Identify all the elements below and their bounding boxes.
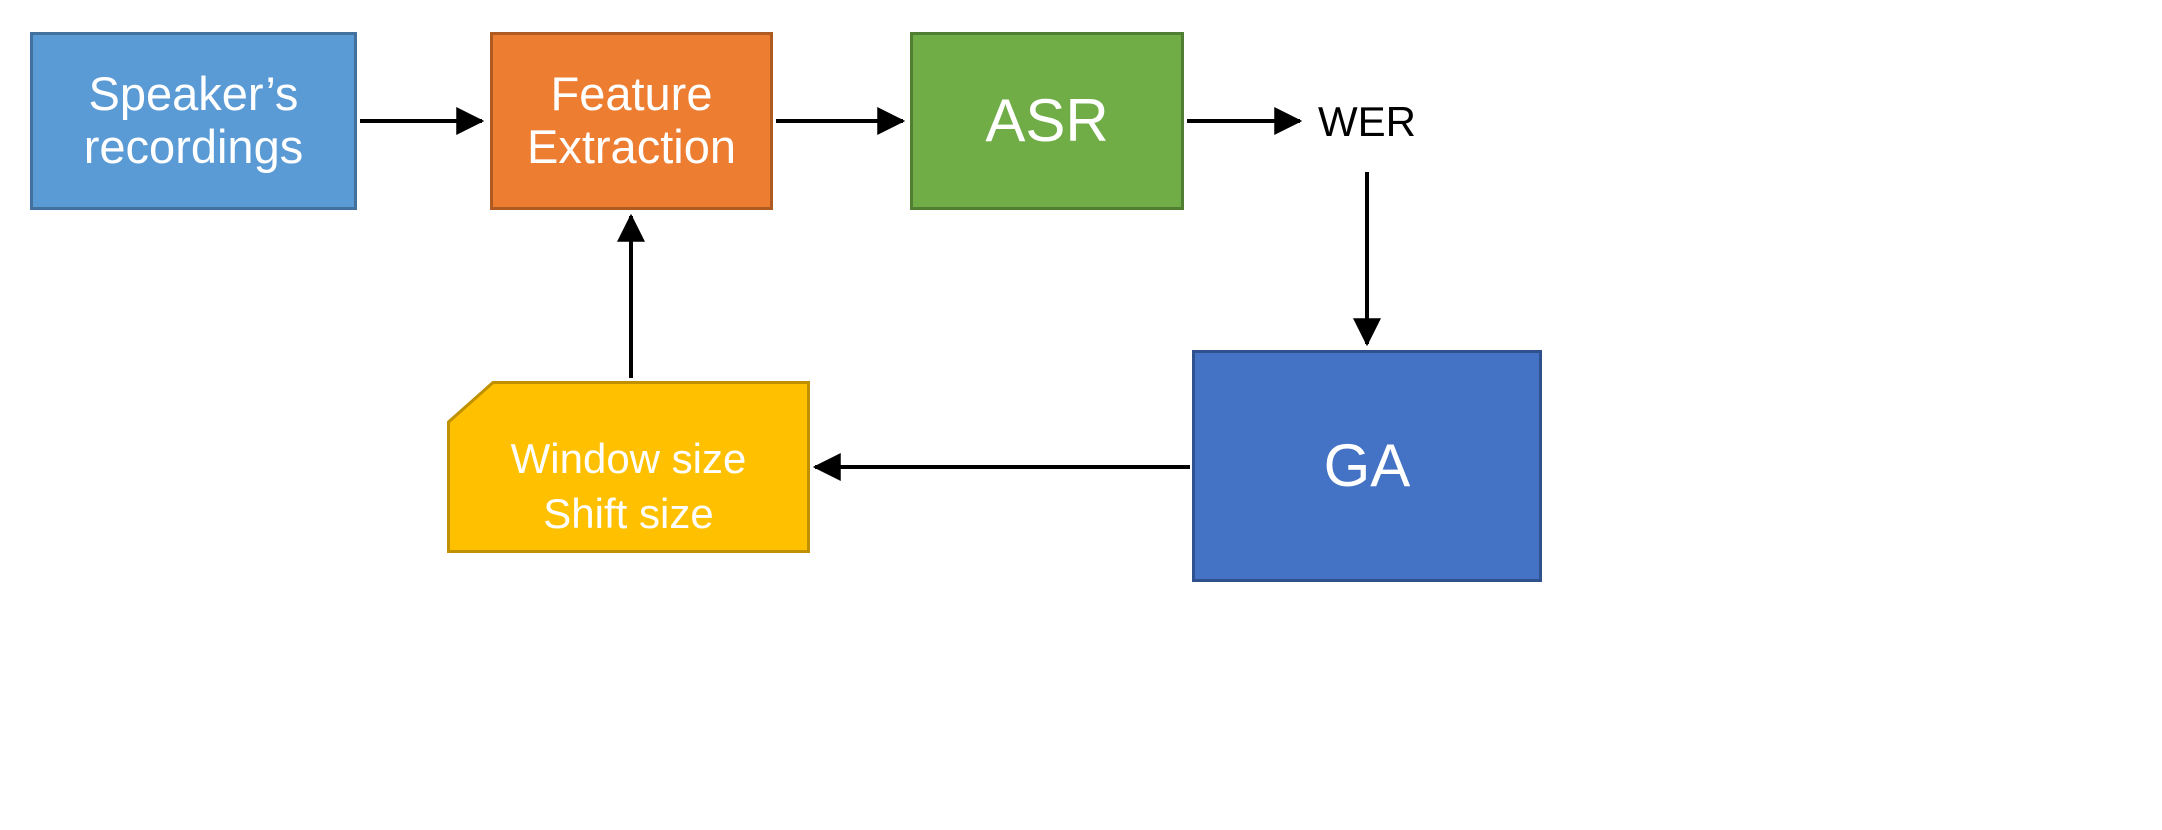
shift-size-label: Shift size xyxy=(543,490,714,537)
node-speaker-recordings[interactable]: Speaker’s recordings xyxy=(30,32,357,210)
flag-pentagon-shape xyxy=(447,381,810,553)
node-window-shift-size[interactable]: Window size Shift size xyxy=(447,381,810,553)
node-ga[interactable]: GA xyxy=(1192,350,1542,582)
label-wer: WER xyxy=(1318,98,1416,145)
window-shift-label-group: Window size Shift size xyxy=(447,421,810,553)
node-asr[interactable]: ASR xyxy=(910,32,1184,210)
node-feature-extraction[interactable]: Feature Extraction xyxy=(490,32,773,210)
window-size-label: Window size xyxy=(510,435,747,483)
